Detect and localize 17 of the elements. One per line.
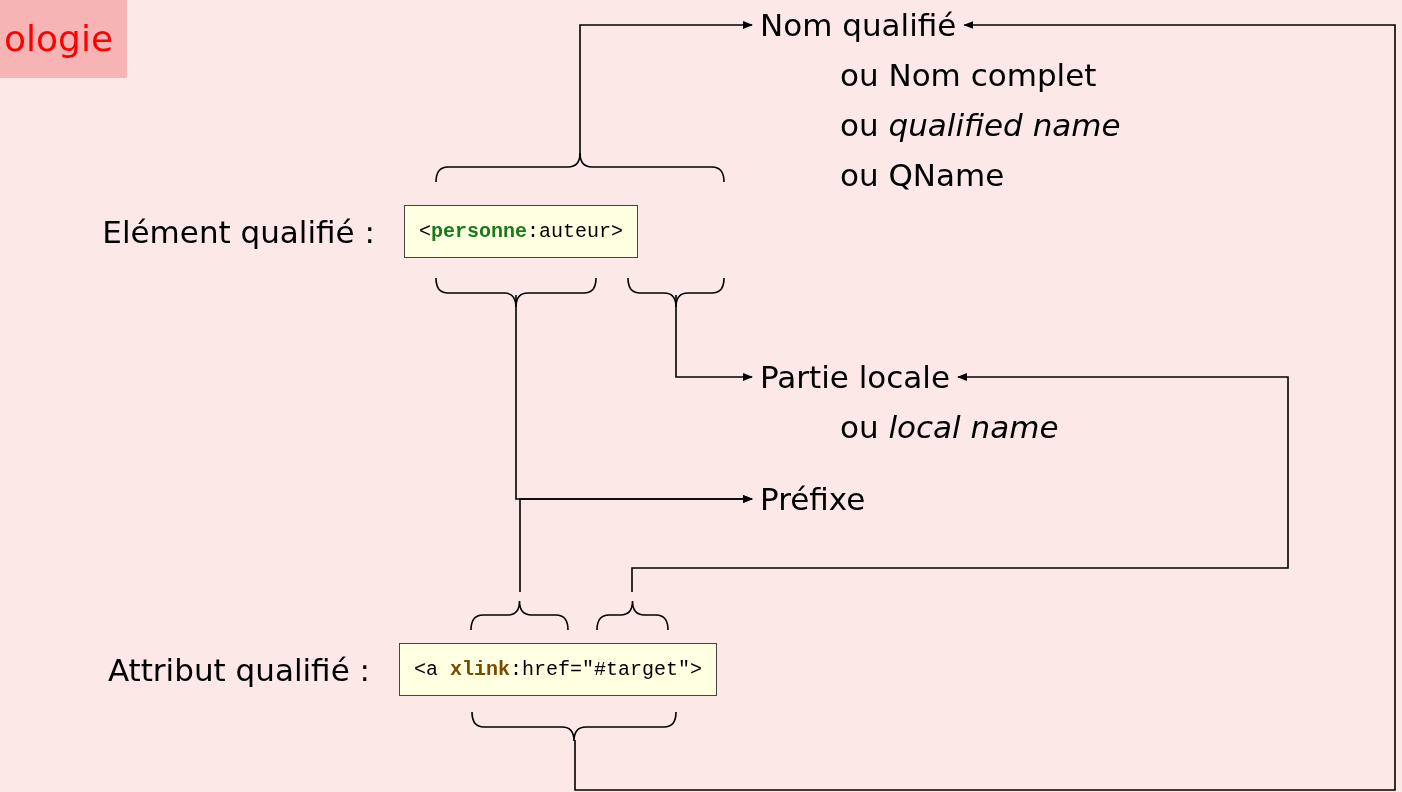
row-label: Attribut qualifié :: [107, 651, 370, 688]
code-text: <personne:auteur>: [419, 220, 624, 243]
synonym-text: ou local name: [840, 409, 1059, 445]
arrow: [519, 495, 753, 593]
arrow: [574, 21, 1396, 791]
arrow: [631, 373, 1289, 593]
synonym-text: ou qualified name: [840, 107, 1121, 143]
term-label: Préfixe: [760, 481, 866, 517]
term-label: Nom qualifié: [760, 7, 957, 43]
term-label: Partie locale: [760, 359, 951, 395]
row-label: Elément qualifié :: [102, 213, 375, 250]
code-text: <a xlink:href="#target">: [414, 658, 703, 681]
synonym-text: ou Nom complet: [840, 57, 1097, 93]
arrow: [675, 294, 753, 381]
title-banner: ologie: [0, 0, 128, 78]
synonym-text: ou QName: [840, 157, 1005, 193]
arrow: [579, 21, 753, 158]
